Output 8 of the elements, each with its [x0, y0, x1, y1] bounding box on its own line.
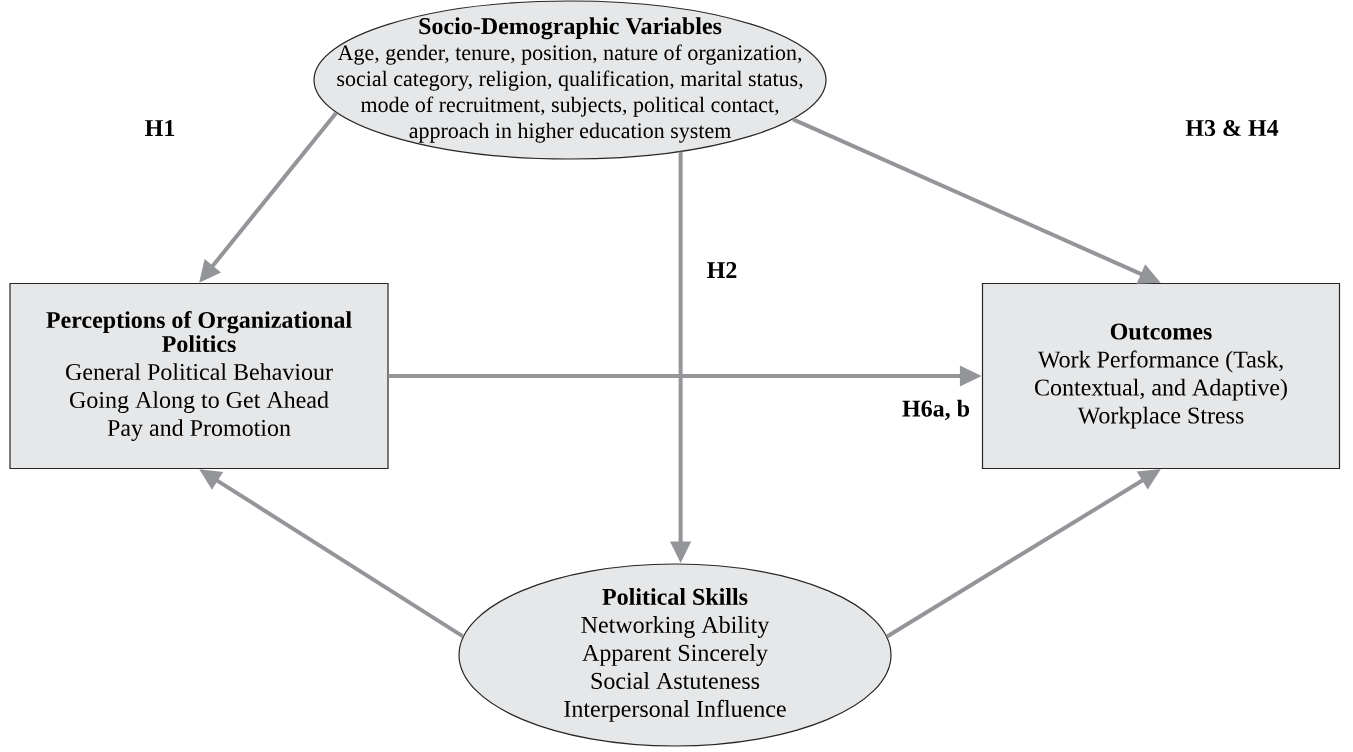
- ellipse-node: Political Skills Networking Ability Apparent Sincerely Social Astuteness Interpersonal Influence: [458, 563, 892, 747]
- concept-box: Outcomes Work Performance (Task, Contextual, and Adaptive) Workplace Stress: [981, 282, 1341, 470]
- hypothesis-label: H1: [145, 120, 175, 136]
- hypothesis-label: H3 & H4: [1185, 119, 1279, 137]
- hypothesis-label: H6a, b: [902, 399, 970, 421]
- hypothesis-label: H2: [707, 262, 737, 278]
- concept-box: Perceptions of Organizational Politics General Political Behaviour Going Along to Get Ahead Pay and Promotion: [9, 282, 389, 470]
- ellipse-node: Socio-Demographic Variables Age, gender, tenure, position, nature of organization, social category, religion, qualification, marital status, mode of recruitment, subjects, political contact, approach in higher education system: [313, 0, 827, 160]
